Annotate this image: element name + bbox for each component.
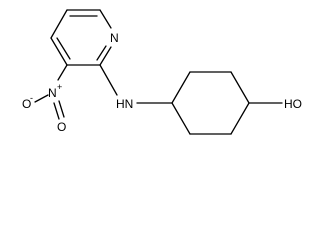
nitro-oxygen-bottom-label: O [57, 120, 66, 134]
cyclohexane-bond-6 [171, 102, 191, 135]
chemical-structure-diagram: N N + O - O HN HO [22, 9, 302, 135]
bond-nitro-o-bottom-double [58, 100, 65, 118]
nitro-group [34, 64, 68, 120]
nitro-nitrogen-label: N [48, 86, 57, 100]
pyridine-bond-c6-n1 [99, 9, 112, 29]
amine-label: HN [116, 97, 133, 111]
nitro-oxygen-left-label: O [22, 97, 31, 111]
bond-c3-nitro [57, 64, 68, 81]
pyridine-bond-c3-c4 [50, 37, 68, 66]
nitro-oxygen-charge: - [30, 93, 33, 103]
bond-nitro-o-bottom [53, 102, 60, 120]
cyclohexane-bond-3 [230, 71, 250, 104]
bond-nitro-o-left [34, 94, 49, 103]
bond-c2-amine [99, 64, 118, 96]
ring-nitrogen-label: N [110, 31, 119, 45]
pyridine-ring [50, 9, 112, 66]
nitro-nitrogen-charge: + [57, 82, 62, 92]
pyridine-bond-n1-c2 [99, 46, 112, 66]
pyridine-double-bond-n1-c2 [96, 45, 107, 61]
cyclohexane-ring [171, 71, 250, 135]
pyridine-bond-c4-c5 [50, 9, 68, 39]
cyclohexane-bond-1 [171, 71, 191, 104]
cyclohexane-bond-4 [230, 102, 250, 135]
pyridine-double-bond-c3-c4 [56, 37, 71, 60]
hydroxyl-label: HO [284, 97, 302, 111]
